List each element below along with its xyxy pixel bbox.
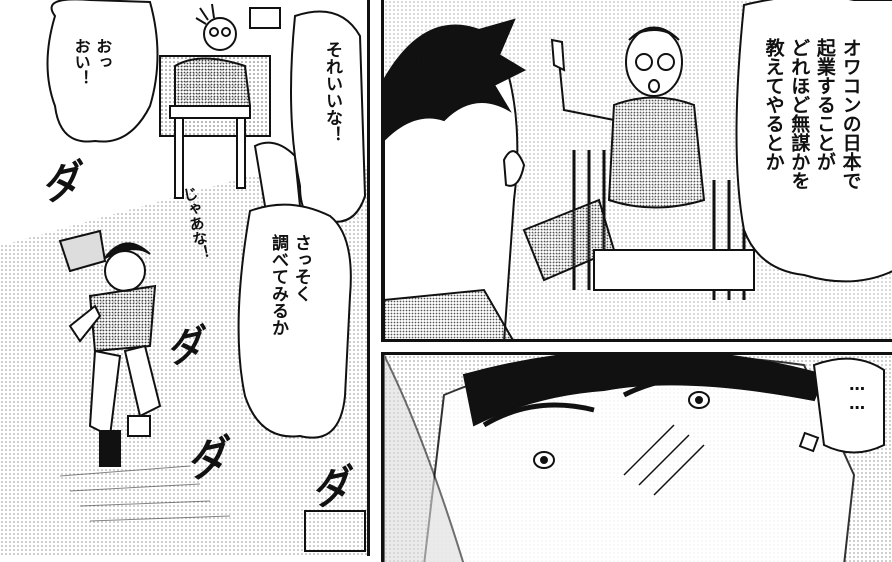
panel-left: おっ おい！ それいいな！ さっそく 調べてみるか じゃあな！ ダ ダ ダ ダ: [0, 0, 370, 556]
exclamation-mark: ！: [409, 35, 449, 93]
listener-figure: [384, 20, 524, 342]
panel-top-right: ！ オワコンの日本で 起業することが どれほど無謀かを 教えてやるとか: [381, 0, 892, 342]
speech-bright-idea: それいいな！: [320, 41, 343, 143]
speech-explain: オワコンの日本で 起業することが どれほど無謀かを 教えてやるとか: [760, 38, 863, 190]
panel-bottom-right: ……: [381, 352, 892, 562]
speech-reaction: おっ おい！: [70, 38, 113, 86]
speech-ellipsis: ……: [846, 375, 868, 413]
panel-bottom-right-art: [384, 355, 892, 562]
speech-research: さっそく 調べてみるか: [266, 234, 312, 336]
